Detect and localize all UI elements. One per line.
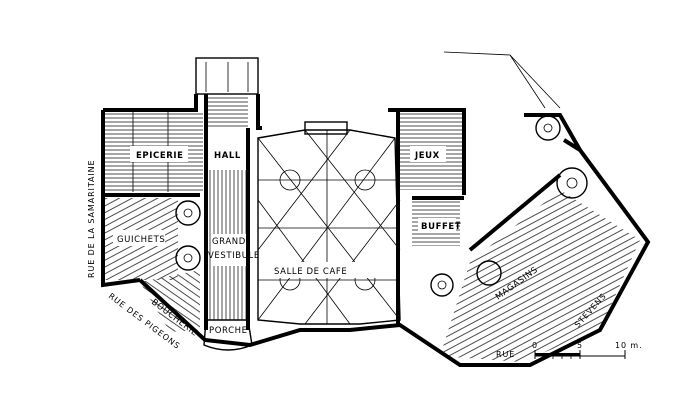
epicerie-room (103, 112, 203, 192)
porche (203, 319, 253, 351)
magasins-room (440, 115, 640, 362)
scale-bar: 0 5 10 m. (532, 341, 643, 359)
label-hall: HALL (214, 151, 241, 161)
street-rue: RUE (496, 350, 515, 359)
outer-walls (101, 51, 651, 367)
salle-de-cafe (257, 121, 401, 325)
label-guichets: GUICHETS (117, 235, 165, 245)
label-vestibule: VESTIBULE (208, 251, 260, 261)
scale-label-10: 10 m. (615, 341, 643, 350)
boucherie-room (140, 270, 200, 332)
label-salle-de-cafe: SALLE DE CAFE (274, 267, 347, 277)
label-epicerie: EPICERIE (136, 151, 184, 161)
label-buffet: BUFFET (421, 222, 461, 232)
scale-label-5: 5 (577, 341, 583, 350)
street-samaritaine: RUE DE LA SAMARITAINE (87, 160, 96, 278)
label-jeux: JEUX (414, 151, 440, 161)
buffet-room (412, 200, 460, 297)
guichets-room (103, 198, 201, 280)
vestibule-corridor (195, 57, 259, 320)
scale-label-0: 0 (532, 341, 538, 350)
label-porche: PORCHE (209, 326, 248, 336)
jeux-room (398, 110, 464, 190)
label-grand: GRAND (212, 237, 246, 247)
